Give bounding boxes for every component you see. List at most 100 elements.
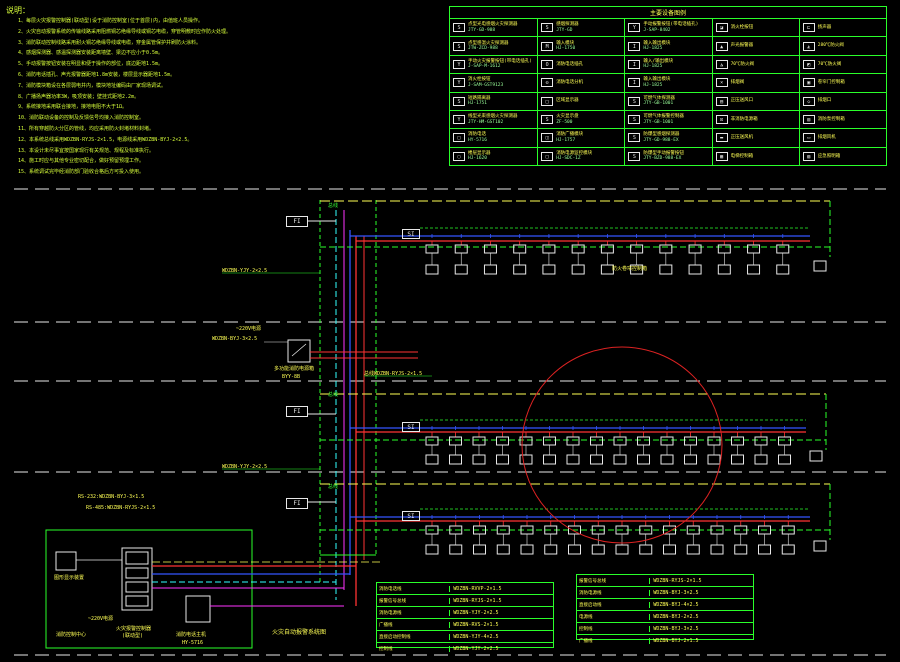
legend-name: 电梯控制箱	[730, 153, 754, 159]
cable-spec: WDZBN-BYJ-3×2.5	[649, 589, 753, 596]
device-symbol-icon	[731, 454, 744, 465]
device-module-icon	[747, 244, 761, 254]
device-symbol-icon	[425, 454, 439, 465]
cable-name: 消防电源线	[379, 610, 402, 616]
device-module-icon	[425, 436, 439, 446]
legend-name: 声光报警器	[730, 43, 754, 49]
legend-item: ▣卷帘门控制箱	[798, 73, 886, 92]
legend-item: ⊏扬声器	[798, 18, 886, 37]
legend-name: 楼层显示器	[468, 150, 491, 156]
legend-name: 火灾显示盘	[556, 114, 579, 120]
legend-symbol-icon: □	[541, 96, 554, 106]
end-terminal-icon	[813, 540, 827, 552]
legend-text: 消火栓按钮	[731, 25, 754, 31]
legend-item: ▦电梯控制箱	[711, 146, 799, 165]
legend-text: 消防电话插孔	[556, 62, 583, 68]
legend-code: HJ-1750	[556, 46, 576, 52]
graphic-display-monitor-icon	[55, 551, 77, 571]
device-symbol-icon	[758, 544, 771, 555]
device-module-icon	[483, 244, 497, 254]
cable-name: 控制线	[579, 626, 593, 632]
legend-symbol-icon: S	[453, 96, 465, 106]
legend-item: ▬正压送风机	[711, 128, 799, 147]
note-line: 13、本设计未尽事宜按国家现行有关规范、规程及标准执行。	[18, 147, 155, 154]
legend-name: 消防电话插孔	[556, 61, 584, 67]
legend-code: HJ-1620	[468, 156, 487, 162]
cable-spec: WDZBN-BYJ-2×1.5	[649, 637, 753, 644]
floor-2-fi-box: FI	[286, 406, 308, 417]
legend-text: 排烟阀	[731, 80, 745, 86]
device-symbol-icon	[519, 454, 533, 465]
device-module-icon	[659, 244, 673, 254]
device-symbol-icon	[710, 544, 724, 555]
device-symbol-icon	[707, 454, 721, 465]
device-symbol-icon	[659, 264, 673, 275]
note-line: 9、系统接地采用联合接地，接地电阻不大于1Ω。	[18, 104, 128, 111]
legend-name: 感烟探测器	[556, 22, 579, 28]
note-line: 6、消防电话插孔、声光报警器距地1.8m安装，楼层显示器距地1.5m。	[18, 71, 176, 78]
device-module-icon	[425, 244, 439, 254]
device-symbol-icon	[425, 264, 439, 275]
legend-name: 消火栓按钮	[468, 77, 491, 83]
device-symbol-icon	[637, 454, 650, 465]
legend-symbol-icon: O	[541, 59, 554, 69]
legend-text: 280℃防火阀	[818, 43, 844, 49]
legend-symbol-icon: ▥	[802, 115, 815, 125]
note-line: 8、广播扬声器功率3W，吸顶安装；壁挂式距地2.2m。	[18, 93, 140, 100]
system-name-label: 火灾自动报警系统图	[272, 629, 327, 636]
legend-code: HJ-1825	[643, 82, 663, 88]
console-panel-icon	[125, 581, 149, 593]
legend-name: 点型感温火灾探测器	[468, 40, 509, 46]
legend-symbol-icon: ⊏	[802, 23, 815, 33]
note-line: 15、系统调试完毕经消防部门验收合格后方可投入使用。	[18, 169, 145, 176]
legend-item: ◪消火栓按钮	[711, 18, 799, 37]
phone-host-code: HY-5716	[182, 640, 204, 646]
legend-code: JTY-GD	[556, 27, 573, 33]
legend-title: 主要设备图例	[649, 10, 686, 17]
legend-name: 输入/输出模块	[643, 58, 674, 64]
note-line: 11、所有穿越防火分区的管线，均应采用防火封堵材料封堵。	[18, 125, 155, 132]
device-symbol-icon	[781, 544, 795, 555]
cable-spec: WDZBN-BYJ-4×2.5	[649, 601, 753, 608]
legend-name: 70℃防火阀	[730, 61, 755, 67]
device-symbol-icon	[483, 264, 497, 275]
legend-item: ◭280℃防火阀	[798, 36, 886, 55]
console-panel-icon	[125, 567, 149, 579]
note-line: 7、消防模块箱设在各层弱电井内，模块地址编码由厂家现场调试。	[18, 82, 167, 89]
legend-name: 正压送风口	[730, 98, 754, 104]
device-symbol-icon	[613, 454, 627, 465]
legend-name: 输入输出模块	[643, 40, 671, 46]
device-symbol-icon	[449, 544, 463, 555]
legend-name: 70℃防火阀	[817, 61, 842, 67]
cable-name: 广播线	[579, 638, 593, 644]
legend-name: 短路隔离器	[468, 95, 491, 101]
device-module-icon	[688, 244, 702, 254]
device-symbol-icon	[776, 264, 790, 275]
floor-1-bus-label: 总线	[328, 203, 339, 209]
legend-symbol-icon: Y	[453, 59, 465, 69]
legend-code: HJ-1757	[556, 137, 576, 143]
device-symbol-icon	[543, 454, 556, 465]
note-line: 3、消防联动控制线路采用耐火铜芯绝缘导线或电缆，穿金属管保护并刷防火涂料。	[18, 39, 202, 46]
legend-symbol-icon: I	[628, 59, 641, 69]
